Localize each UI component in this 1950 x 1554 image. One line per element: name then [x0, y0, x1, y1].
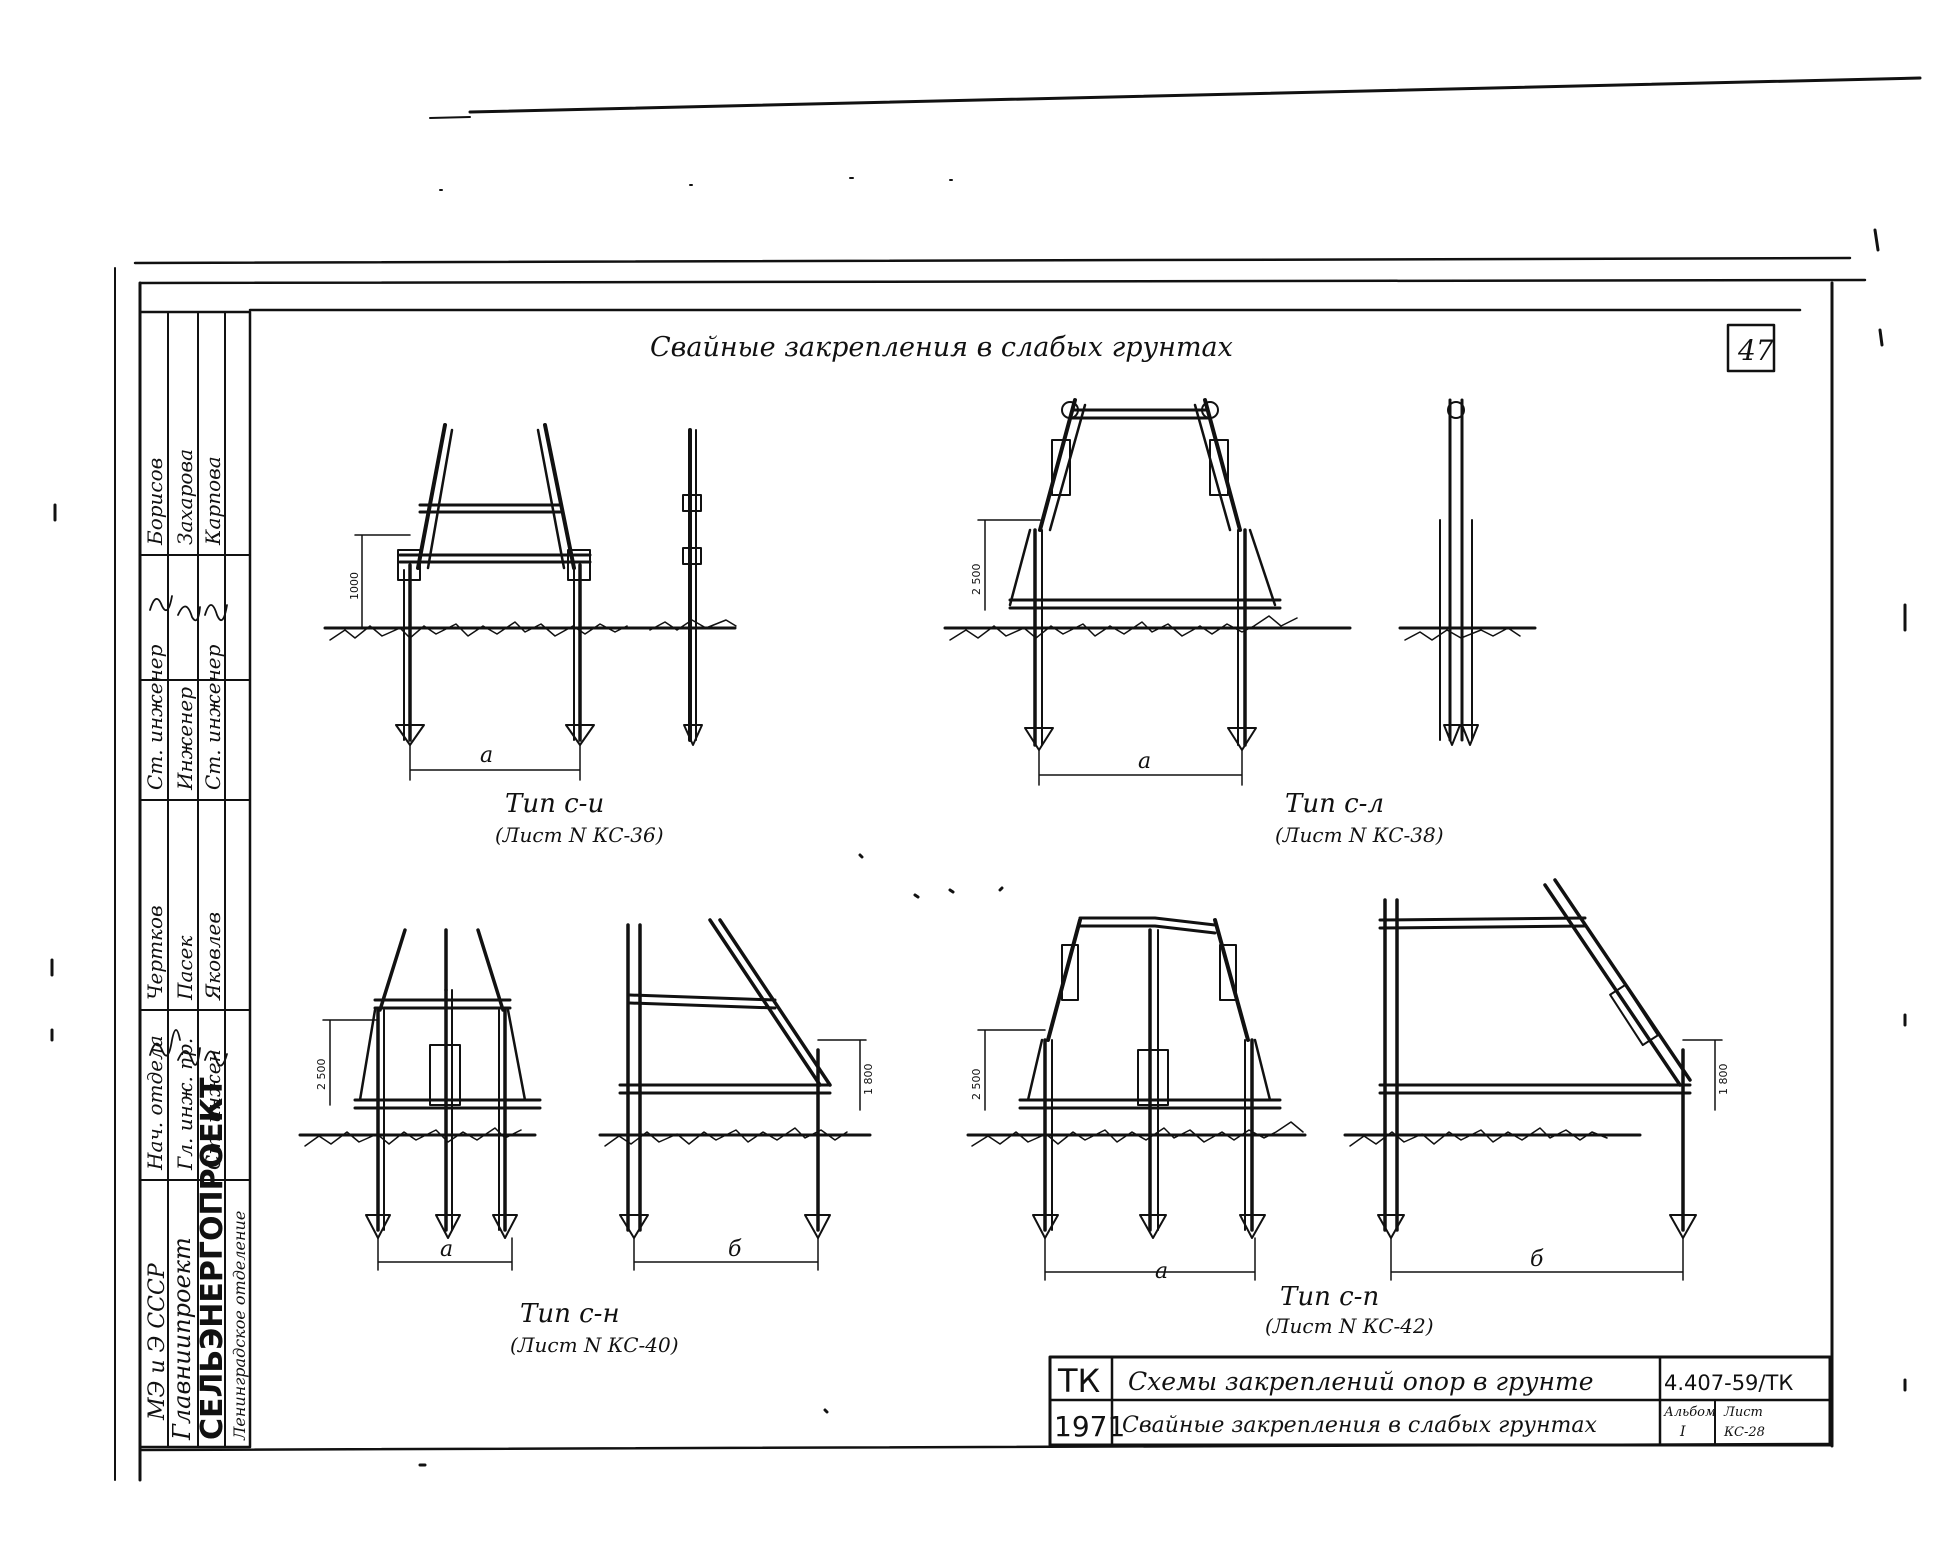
svg-text:МЭ и Э СССР: МЭ и Э СССР — [145, 1262, 170, 1421]
dim-height-1: 1000 — [348, 572, 361, 600]
svg-text:Пасек: Пасек — [173, 936, 197, 1001]
svg-text:Ленинградское отделение: Ленинградское отделение — [230, 1211, 249, 1441]
side-stamp-institute: МЭ и Э СССР Главниипроект СЕЛЬЭНЕРГОПРОЕ… — [145, 1077, 249, 1441]
svg-text:Гл. инж. пр.: Гл. инж. пр. — [173, 1038, 197, 1171]
diagram-type-s-n: 2 500 а 1 800 б Тип с-н (Лист N КС-40) — [298, 918, 875, 1357]
svg-text:Ст. инжен: Ст. инжен — [201, 1049, 225, 1170]
dim-span-b-3: б — [728, 1237, 742, 1262]
sheet-frame — [114, 256, 1867, 1482]
scan-artifact-lines — [429, 76, 1922, 191]
side-stamp: МЭ и Э СССР Главниипроект СЕЛЬЭНЕРГОПРОЕ… — [138, 310, 252, 1449]
title-block-album-label: Альбом — [1663, 1405, 1716, 1420]
dim-height-2: 2 500 — [970, 564, 983, 596]
title-block-year: 1971 — [1054, 1410, 1125, 1443]
type-label-2: Тип с-л — [1285, 789, 1384, 819]
svg-text:Ст. инженер: Ст. инженер — [143, 644, 167, 790]
dim-height-4b: 1 800 — [1717, 1064, 1730, 1096]
dim-height-4a: 2 500 — [970, 1069, 983, 1101]
diagram-type-s-p: 2 500 а 1 800 б Тип с-п (Лист N КС-42) — [966, 878, 1730, 1338]
title-block-sheet-value: КС-28 — [1723, 1425, 1765, 1440]
title-block-doc-number: 4.407-59/ТК — [1664, 1371, 1793, 1395]
sheet-ref-1: (Лист N КС-36) — [495, 823, 664, 847]
svg-text:Яковлев: Яковлев — [201, 912, 225, 1001]
title-block-album-value: I — [1679, 1424, 1686, 1440]
dim-height-3b: 1 800 — [862, 1064, 875, 1096]
svg-text:Нач. отдела: Нач. отдела — [143, 1035, 167, 1171]
dim-span-a-1: а — [480, 743, 493, 768]
svg-text:Захарова: Захарова — [173, 449, 197, 545]
svg-text:Чертков: Чертков — [143, 905, 167, 1000]
side-stamp-roles: Нач. отдела Гл. инж. пр. Ст. инжен Ст. и… — [143, 644, 225, 1171]
diagram-type-s-l: 2 500 а Тип с-л (Лист N КС-38) — [943, 398, 1537, 847]
svg-text:Карпова: Карпова — [201, 456, 225, 546]
type-label-4: Тип с-п — [1280, 1282, 1379, 1312]
dim-height-3a: 2 500 — [315, 1059, 328, 1091]
svg-text:СЕЛЬЭНЕРГОПРОЕКТ: СЕЛЬЭНЕРГОПРОЕКТ — [195, 1077, 230, 1440]
dim-span-a-2: а — [1138, 749, 1151, 774]
title-block: ТК 1971 Схемы закреплений опор в грунте … — [1048, 1355, 1832, 1447]
svg-text:Инженер: Инженер — [173, 687, 197, 791]
dim-span-b-4: б — [1530, 1247, 1544, 1272]
sheet-ref-2: (Лист N КС-38) — [1275, 823, 1444, 847]
sheet-ref-4: (Лист N КС-42) — [1265, 1314, 1434, 1338]
scan-noise — [50, 228, 1907, 1467]
title-block-main-title: Схемы закреплений опор в грунте — [1128, 1367, 1594, 1396]
side-stamp-signatures — [149, 595, 228, 1067]
svg-text:Главниипроект: Главниипроект — [168, 1237, 196, 1441]
title-block-sheet-label: Лист — [1723, 1405, 1763, 1420]
svg-text:Ст. инженер: Ст. инженер — [201, 644, 225, 790]
diagram-type-s-i: 1000 а Тип с-и (Лист N КС-36) — [323, 423, 737, 847]
sheet-ref-3: (Лист N КС-40) — [510, 1333, 679, 1357]
sheet-title: Свайные закрепления в слабых грунтах — [650, 332, 1233, 363]
title-block-subtitle: Свайные закрепления в слабых грунтах — [1122, 1413, 1598, 1438]
type-label-1: Тип с-и — [505, 789, 604, 819]
type-label-3: Тип с-н — [520, 1299, 620, 1329]
svg-text:Борисов: Борисов — [143, 458, 167, 546]
title-block-code: ТК — [1057, 1362, 1101, 1400]
dim-span-a-3: а — [440, 1237, 453, 1262]
page-number: 47 — [1737, 334, 1774, 367]
page-number-box: 47 — [1726, 323, 1776, 373]
dim-span-a-4: а — [1155, 1259, 1168, 1284]
side-stamp-names: Чертков Пасек Яковлев Борисов Захарова К… — [143, 449, 225, 1001]
